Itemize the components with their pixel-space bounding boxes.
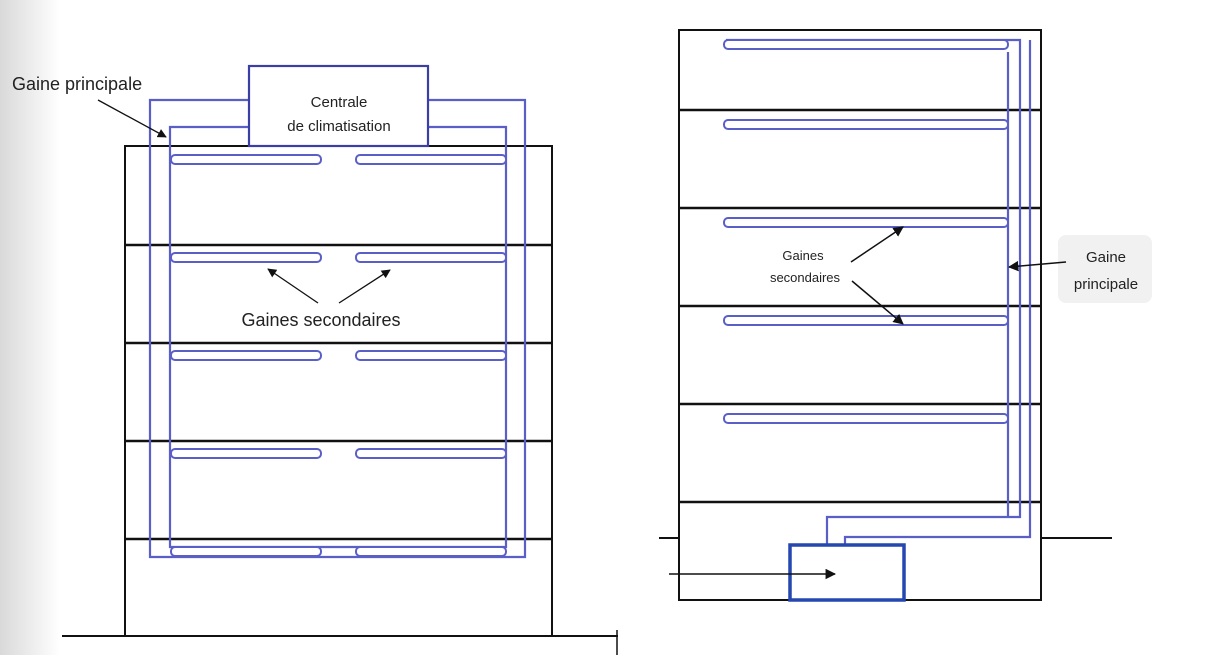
right-secondary-arrow-down bbox=[851, 280, 904, 325]
right-secondary-duct bbox=[723, 119, 1009, 130]
left-secondary-duct bbox=[170, 154, 322, 165]
left-secondary-ducts-label: Gaines secondaires bbox=[241, 310, 400, 330]
left-ac-unit-box bbox=[247, 64, 430, 148]
left-main-duct-label: Gaine principale bbox=[12, 74, 142, 94]
right-main-duct-label-line1: Gaine bbox=[1086, 249, 1126, 266]
right-main-duct-arrow bbox=[1007, 260, 1067, 272]
left-secondary-duct bbox=[170, 546, 322, 557]
right-secondary-duct bbox=[723, 315, 1009, 326]
right-secondary-arrow-up bbox=[850, 226, 904, 263]
left-secondary-duct bbox=[355, 252, 507, 263]
left-diagram: Centrale de climatisation Gaine principa… bbox=[12, 64, 618, 655]
right-secondary-ducts-label-line2: secondaires bbox=[770, 270, 841, 285]
right-main-duct-label-bg bbox=[1058, 235, 1152, 303]
right-main-duct-label-line2: principale bbox=[1074, 276, 1138, 293]
left-secondary-duct bbox=[170, 448, 322, 459]
left-secondary-arrow-right bbox=[338, 269, 391, 304]
right-main-duct-outer bbox=[726, 38, 1022, 545]
left-secondary-arrow-left bbox=[267, 268, 319, 304]
left-secondary-duct bbox=[170, 252, 322, 263]
left-main-duct-inner bbox=[168, 125, 508, 549]
right-secondary-duct bbox=[723, 217, 1009, 228]
right-main-duct-inner bbox=[843, 40, 1032, 545]
left-secondary-duct bbox=[355, 546, 507, 557]
left-secondary-duct bbox=[355, 448, 507, 459]
right-diagram: Gaines secondaires Gaine principale bbox=[659, 29, 1152, 602]
page-shade bbox=[0, 0, 60, 655]
right-secondary-duct bbox=[723, 413, 1009, 424]
left-ac-unit-label-line1: Centrale bbox=[311, 94, 368, 111]
left-secondary-duct bbox=[170, 350, 322, 361]
right-secondary-duct bbox=[723, 39, 1009, 50]
left-ac-unit-label-line2: de climatisation bbox=[287, 118, 390, 135]
left-main-duct-arrow bbox=[97, 99, 167, 138]
left-main-duct-outer bbox=[148, 98, 527, 559]
right-ac-unit-box bbox=[788, 543, 906, 602]
right-secondary-ducts-label-line1: Gaines bbox=[782, 248, 824, 263]
left-building-outline bbox=[124, 145, 553, 637]
left-secondary-duct bbox=[355, 154, 507, 165]
left-secondary-duct bbox=[355, 350, 507, 361]
